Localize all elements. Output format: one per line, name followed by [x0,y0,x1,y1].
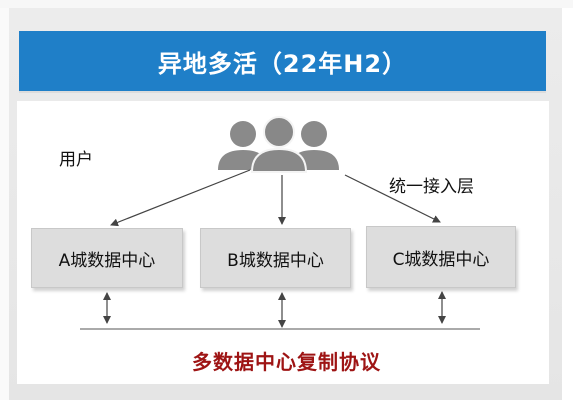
access-layer-label: 统一接入层 [389,177,474,197]
title-banner: 异地多活（22年H2） [19,31,546,93]
datacenter-b: B城数据中心 [200,228,351,288]
arrow-user-to-c [344,174,441,223]
replication-protocol-label: 多数据中心复制协议 [192,350,381,374]
datacenter-a: A城数据中心 [31,228,183,288]
users-icon [218,116,339,173]
slide-edge-left [0,0,9,400]
diagram-title: 异地多活（22年H2） [157,49,408,78]
slide-edge-top [0,0,573,8]
user-label: 用户 [59,150,93,170]
datacenter-b-label: B城数据中心 [227,250,324,271]
datacenter-c-label: C城数据中心 [392,249,490,270]
datacenter-a-label: A城数据中心 [58,250,156,271]
slide-edge-right [562,0,573,400]
datacenter-c: C城数据中心 [366,226,516,288]
arrow-user-to-a [110,169,251,227]
